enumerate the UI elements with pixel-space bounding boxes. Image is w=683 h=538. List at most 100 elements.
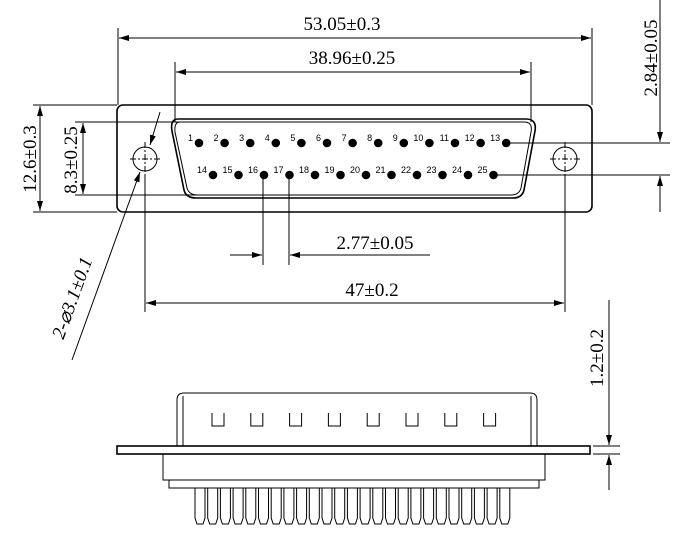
slot	[405, 413, 419, 427]
side-pin	[499, 488, 511, 525]
dim-label: 2.84±0.05	[641, 20, 662, 97]
dim-label: 2-⌀3.1±0.1	[48, 254, 97, 341]
dim-hole-spacing: 47±0.2	[144, 176, 566, 312]
d-shell-outer	[170, 118, 537, 199]
pin-8: 8	[367, 133, 383, 148]
pin-18: 18	[299, 165, 320, 180]
side-pin	[219, 488, 231, 525]
pin-22: 22	[401, 165, 422, 180]
pin-dot	[271, 138, 281, 148]
pin-label: 17	[273, 165, 283, 175]
pin-1: 1	[188, 133, 204, 148]
side-pin	[321, 488, 333, 525]
pin-label: 16	[248, 165, 258, 175]
side-pin	[258, 488, 269, 525]
pin-label: 10	[413, 133, 423, 143]
side-pin	[372, 488, 384, 525]
pin-6: 6	[316, 133, 332, 148]
pin-dot	[336, 170, 345, 180]
dim-label: 12.6±0.3	[20, 125, 41, 192]
side-view	[116, 392, 591, 525]
pin-label: 21	[375, 165, 385, 175]
pin-label: 23	[426, 165, 436, 175]
pin-20: 20	[350, 165, 371, 180]
pin-dot	[245, 138, 255, 148]
slot	[366, 413, 380, 427]
pin-label: 15	[222, 165, 232, 175]
pin-4: 4	[265, 133, 281, 148]
pin-14: 14	[197, 165, 218, 180]
pin-dot	[194, 138, 204, 148]
pin-label: 11	[440, 133, 449, 143]
slot	[250, 413, 264, 427]
dim-label: 47±0.2	[345, 280, 398, 301]
pin-16: 16	[248, 165, 269, 180]
side-pin	[423, 488, 435, 525]
pin-label: 9	[393, 133, 398, 143]
pin-label: 14	[197, 165, 207, 175]
pin-5: 5	[290, 133, 306, 148]
dim-flange-height: 12.6±0.3	[20, 104, 117, 213]
pin-dot	[412, 170, 422, 180]
side-pin	[245, 488, 257, 525]
side-pin	[207, 488, 219, 525]
pin-dot	[220, 138, 229, 148]
side-pin	[473, 488, 485, 525]
pin-7: 7	[342, 133, 357, 148]
slot	[483, 413, 497, 427]
pin-label: 2	[214, 133, 219, 143]
pin-label: 25	[477, 165, 487, 175]
pin-25: 25	[477, 165, 498, 180]
pin-dot	[310, 170, 320, 180]
pin-label: 6	[316, 133, 321, 143]
slot-array	[211, 413, 497, 427]
pin-label: 4	[265, 133, 270, 143]
pin-13: 13	[490, 133, 511, 148]
dim-overall-width: 53.05±0.3	[117, 14, 593, 105]
pin-dot	[501, 138, 511, 148]
side-pin	[486, 488, 498, 525]
dim-label: 38.96±0.25	[309, 48, 395, 69]
pin-dot	[399, 138, 409, 148]
dim-label: 8.3±0.25	[61, 126, 82, 193]
pin-label: 12	[465, 133, 475, 143]
dim-label: 2.77±0.05	[337, 233, 414, 254]
pin-label: 22	[401, 165, 411, 175]
side-pin	[194, 488, 206, 525]
slot	[289, 413, 303, 427]
side-pin	[397, 488, 409, 525]
mount-hole-right	[550, 142, 580, 176]
pin-dot	[463, 170, 473, 180]
pin-dot	[234, 170, 243, 180]
dim-shell-width: 38.96±0.25	[174, 48, 532, 122]
pin-label: 24	[452, 165, 462, 175]
dim-row-offset: 2.84±0.05	[493, 0, 670, 212]
pin-17: 17	[273, 165, 294, 180]
slot	[211, 413, 225, 427]
pin-dot	[322, 138, 332, 148]
pin-dot	[450, 138, 460, 148]
pin-label: 7	[342, 133, 347, 143]
pin-2: 2	[214, 133, 229, 148]
pin-label: 13	[490, 133, 500, 143]
pin-12: 12	[465, 133, 485, 148]
side-pin	[308, 488, 320, 525]
side-pin	[359, 488, 371, 525]
slot	[327, 413, 341, 427]
side-pin	[334, 488, 346, 525]
side-pin	[270, 488, 282, 525]
slot	[444, 413, 458, 427]
pin-dot	[297, 138, 306, 148]
side-pin	[385, 488, 396, 525]
d-shell-inner	[174, 121, 532, 196]
pin-dot	[373, 138, 383, 148]
side-pin-array	[194, 488, 511, 525]
pin-9: 9	[393, 133, 409, 148]
dim-flange-thickness: 1.2±0.2	[587, 300, 620, 490]
dim-shell-height: 8.3±0.25	[61, 121, 240, 196]
pin-3: 3	[239, 133, 255, 148]
side-pin	[461, 488, 473, 525]
pin-label: 3	[239, 133, 244, 143]
pin-dot	[476, 138, 485, 148]
